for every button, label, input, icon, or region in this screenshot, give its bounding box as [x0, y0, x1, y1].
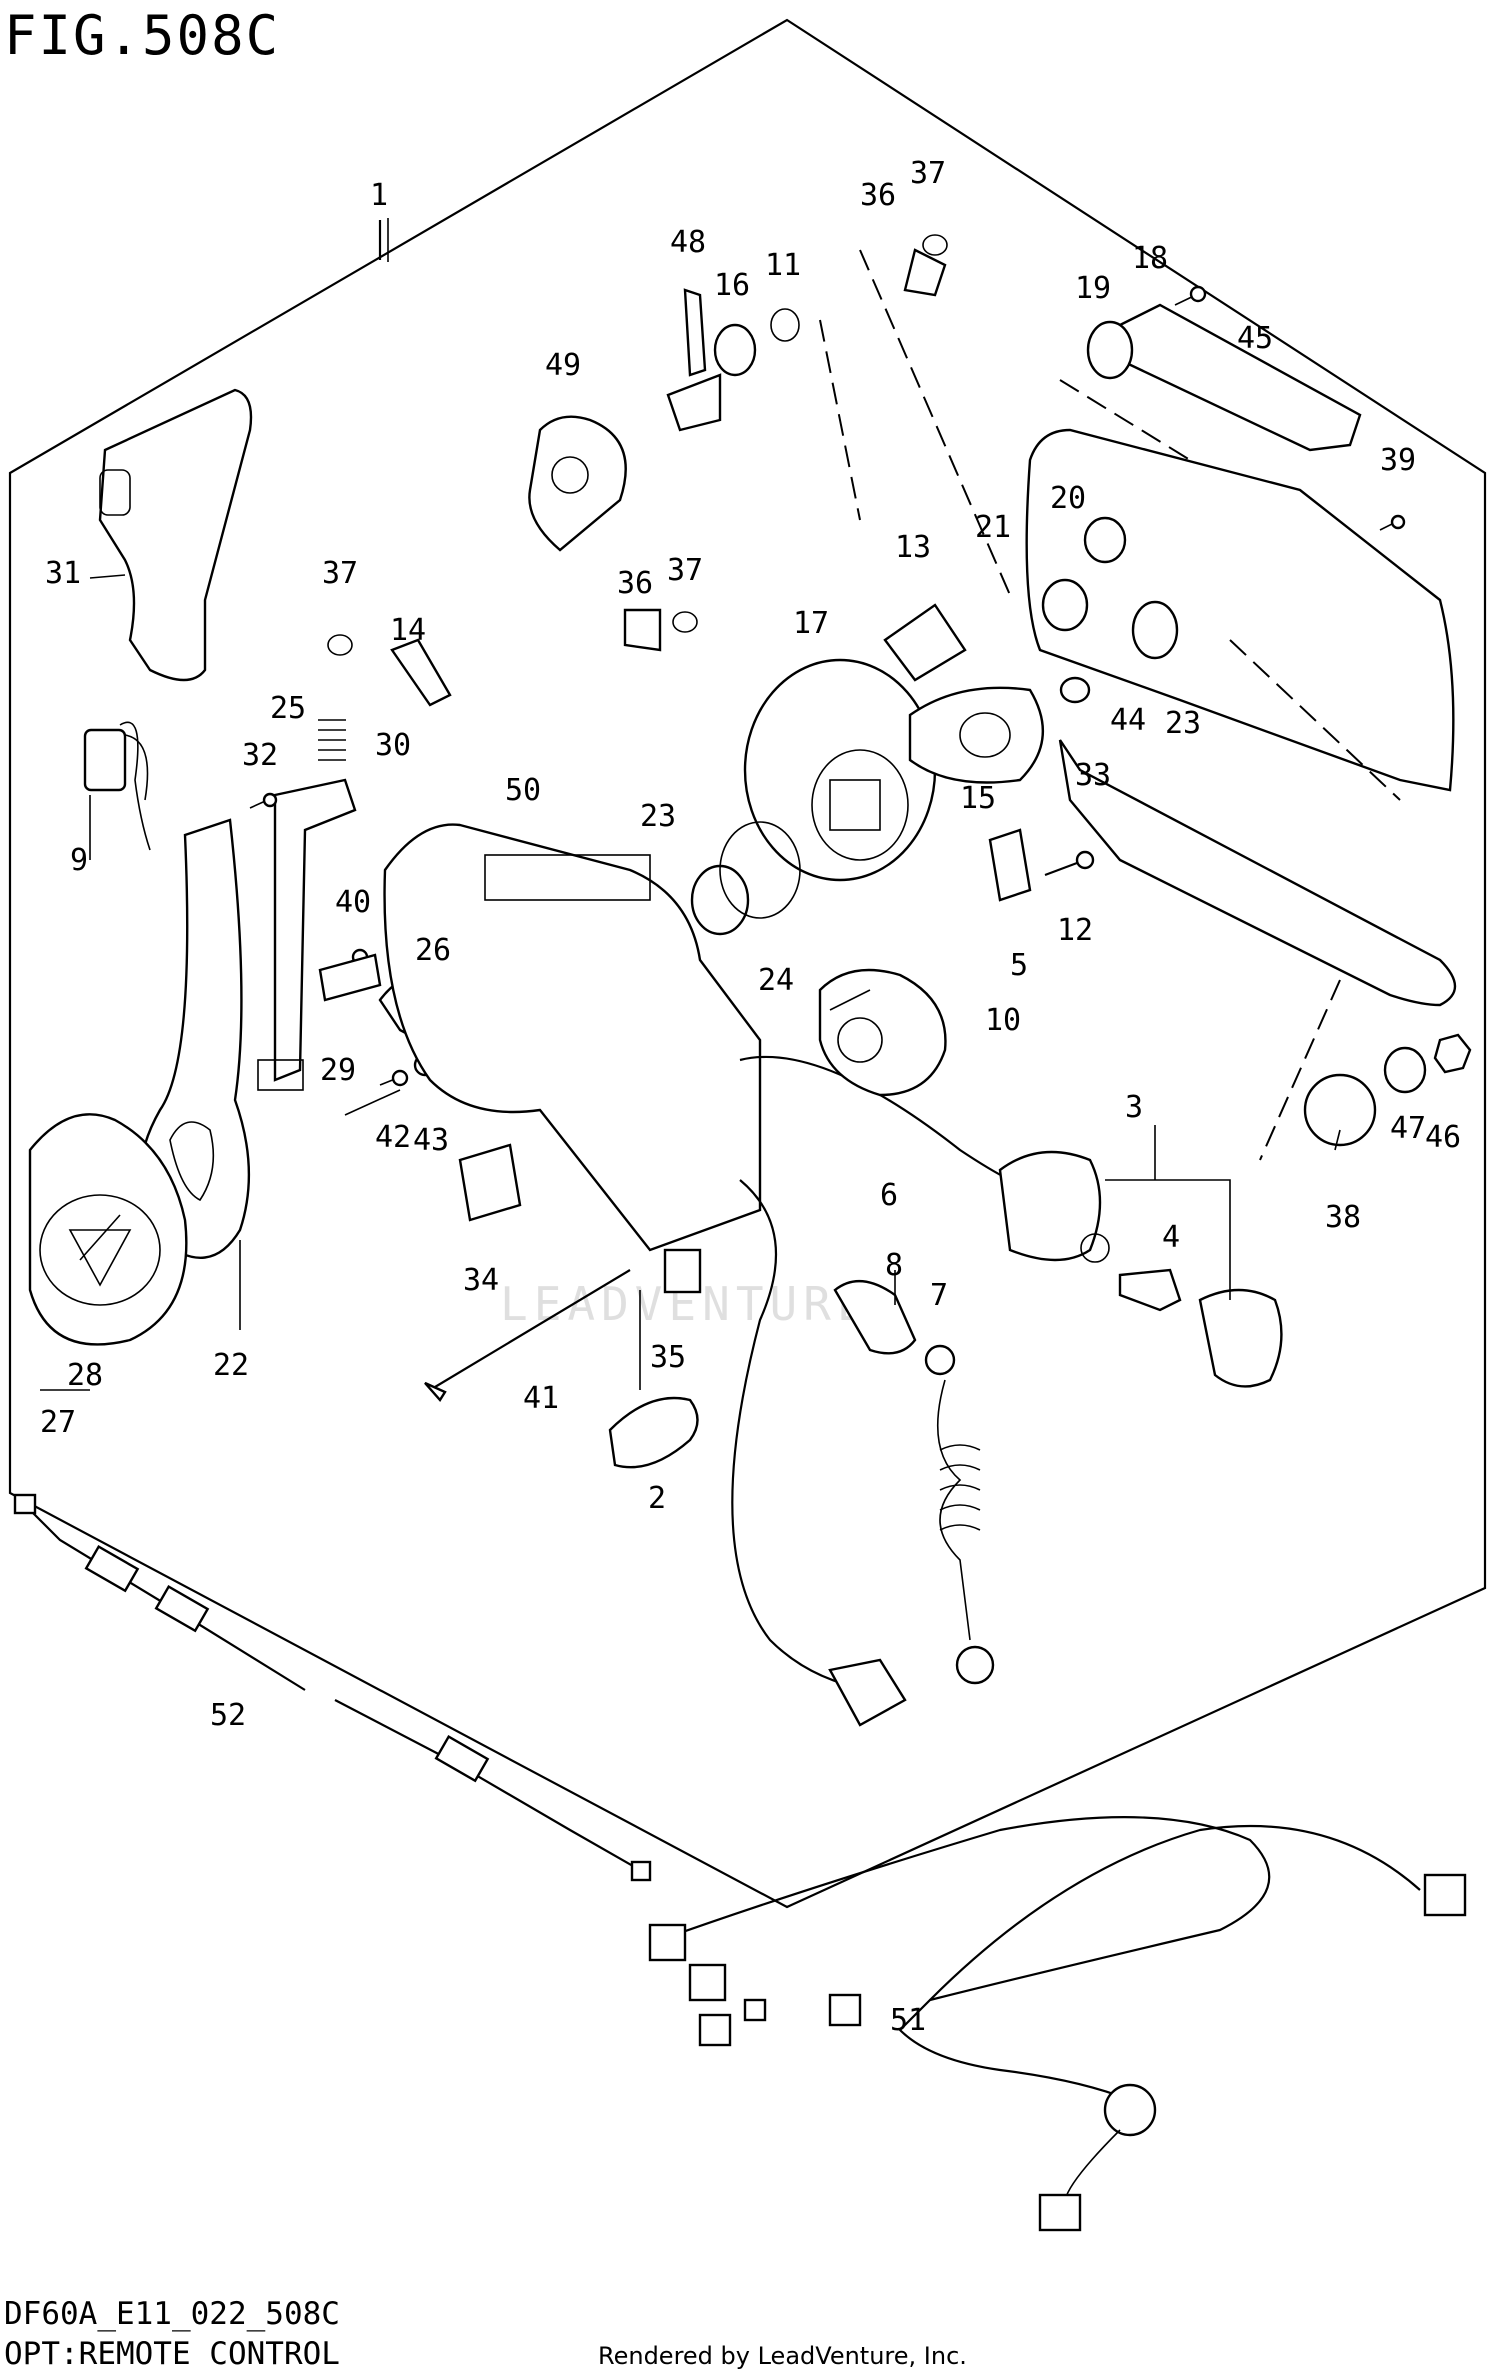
switch-cap: [1198, 1288, 1283, 1388]
part-label: 36: [860, 178, 896, 213]
part-label: 40: [335, 885, 371, 920]
part-label: 46: [1425, 1120, 1461, 1155]
part-label: 41: [523, 1381, 559, 1416]
part-numbers: 1 2 3 4 5 6 7 8 9 10 11 12 13 14 15 16 1…: [40, 156, 1461, 2038]
part-label: 6: [880, 1178, 898, 1213]
harness-connector: [828, 1658, 907, 1727]
part-label: 20: [1050, 481, 1086, 516]
part-label: 36: [617, 566, 653, 601]
part-label: 28: [67, 1358, 103, 1393]
side-housing: [1025, 428, 1455, 792]
bushing-top: [1086, 320, 1134, 380]
damper: [1303, 1073, 1377, 1147]
grommet: [608, 1396, 699, 1469]
part-label: 52: [210, 1698, 246, 1733]
part-label: 29: [320, 1053, 356, 1088]
cushion-block: [663, 1248, 702, 1294]
part-label: 25: [270, 691, 306, 726]
part-label: 49: [545, 348, 581, 383]
main-switch: [998, 1150, 1110, 1263]
part-label: 23: [1165, 706, 1201, 741]
part-label: 32: [242, 738, 278, 773]
part-label: 44: [1110, 703, 1146, 738]
part-label: 3: [1125, 1090, 1143, 1125]
control-housing: [383, 823, 762, 1252]
part-label: 30: [375, 728, 411, 763]
leader-lines: [40, 218, 1341, 1391]
spring: [318, 719, 346, 761]
part-label: 1: [370, 178, 388, 213]
emergency-stop-switch: [833, 1279, 995, 1685]
part-label: 23: [640, 799, 676, 834]
wire-clip: [458, 1143, 522, 1222]
long-bolt: [429, 1269, 631, 1391]
part-label: 5: [1010, 948, 1028, 983]
part-label: 15: [960, 781, 996, 816]
part-label: 37: [322, 556, 358, 591]
part-label: 10: [985, 1003, 1021, 1038]
lever-hub-cover: [28, 1113, 188, 1346]
part-label: 47: [1390, 1111, 1426, 1146]
part-label: 7: [930, 1278, 948, 1313]
part-label: 42: [375, 1120, 411, 1155]
part-label: 22: [213, 1348, 249, 1383]
ignition-key: [1118, 1268, 1182, 1312]
part-label: 18: [1132, 241, 1168, 276]
part-label: 43: [413, 1123, 449, 1158]
gear-set: [1041, 516, 1179, 704]
model-code: DF60A_E11_022_508C: [4, 2296, 340, 2332]
throttle-linkage: [528, 248, 1045, 784]
part-label: 33: [1075, 758, 1111, 793]
pivot-pin: [390, 638, 452, 707]
part-label: 48: [670, 225, 706, 260]
control-cable: [13, 1493, 652, 1882]
part-label: 35: [650, 1340, 686, 1375]
lock-bracket: [273, 778, 357, 1082]
part-label: 13: [895, 530, 931, 565]
part-label: 37: [910, 156, 946, 191]
render-credit: Rendered by LeadVenture, Inc.: [598, 2342, 967, 2370]
part-label: 2: [648, 1481, 666, 1516]
shift-cam-plate: [743, 658, 937, 882]
lock-plate: [318, 953, 382, 1002]
neutral-switch: [83, 721, 151, 851]
figure-title: FIG.508C: [4, 4, 281, 67]
switch-harness: [739, 1055, 1011, 1181]
part-label: 27: [40, 1405, 76, 1440]
main-wiring-harness: [648, 1816, 1467, 2232]
part-label: 39: [1380, 443, 1416, 478]
part-label: 21: [975, 510, 1011, 545]
flat-washer: [1383, 1046, 1427, 1094]
section-title: OPT:REMOTE CONTROL: [4, 2336, 340, 2372]
micro-switch: [988, 828, 1032, 902]
part-label: 19: [1075, 271, 1111, 306]
part-label: 34: [463, 1263, 499, 1298]
control-lever-arm: [138, 818, 251, 1259]
base-plate: [1058, 739, 1457, 1007]
part-label: 50: [505, 773, 541, 808]
part-label: 31: [45, 556, 81, 591]
part-label: 37: [667, 553, 703, 588]
part-label: 11: [765, 248, 801, 283]
part-label: 9: [70, 843, 88, 878]
part-label: 16: [714, 268, 750, 303]
alignment-lines: [819, 249, 1401, 1161]
thrust-washer: [719, 821, 801, 919]
handle-cover: [98, 388, 253, 682]
part-label: 4: [1162, 1220, 1180, 1255]
part-label: 26: [415, 933, 451, 968]
part-label: 45: [1237, 321, 1273, 356]
assembly-outline: [8, 18, 1487, 1909]
part-label: 8: [885, 1248, 903, 1283]
part-label: 24: [758, 963, 794, 998]
part-label: 14: [390, 613, 426, 648]
part-label: 12: [1057, 913, 1093, 948]
hex-nut: [1433, 1033, 1472, 1074]
part-label: 51: [890, 2003, 926, 2038]
part-label: 17: [793, 606, 829, 641]
warning-buzzer: [818, 968, 947, 1097]
part-label: 38: [1325, 1200, 1361, 1235]
